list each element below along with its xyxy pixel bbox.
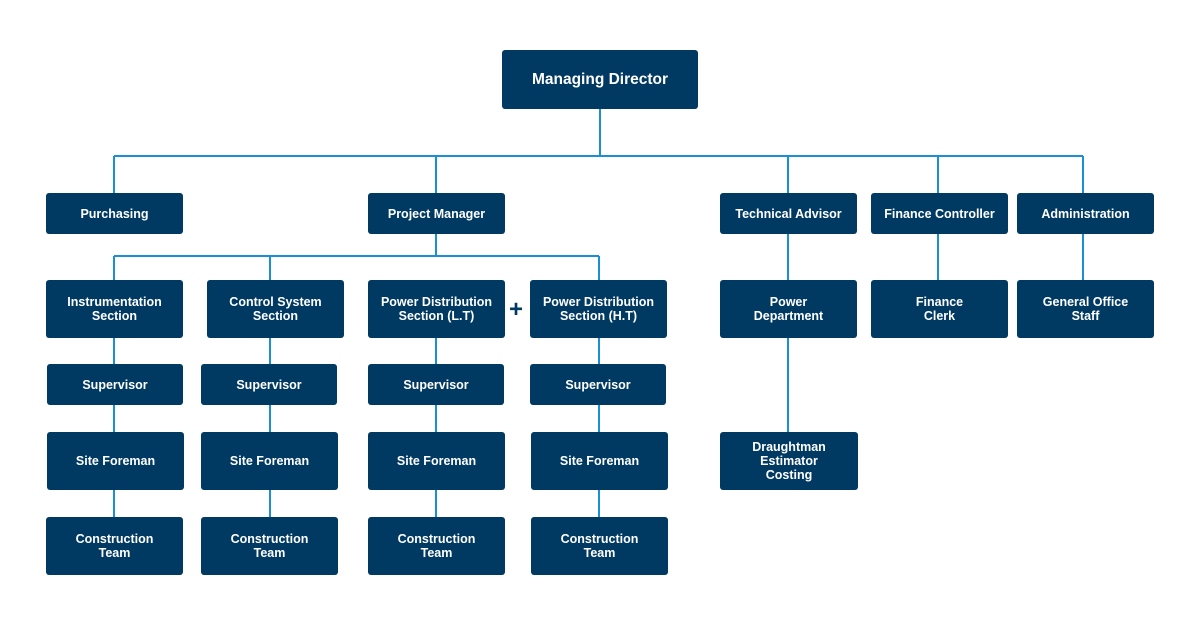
node-construction-team: Construction Team bbox=[368, 517, 505, 575]
node-construction-team: Construction Team bbox=[201, 517, 338, 575]
node-power-department: Power Department bbox=[720, 280, 857, 338]
node-instrumentation-section: Instrumentation Section bbox=[46, 280, 183, 338]
plus-symbol: + bbox=[509, 296, 524, 323]
node-supervisor: Supervisor bbox=[201, 364, 337, 405]
node-general-office-staff: General Office Staff bbox=[1017, 280, 1154, 338]
node-finance-clerk: Finance Clerk bbox=[871, 280, 1008, 338]
node-construction-team: Construction Team bbox=[531, 517, 668, 575]
node-site-foreman: Site Foreman bbox=[531, 432, 668, 490]
node-supervisor: Supervisor bbox=[368, 364, 504, 405]
node-site-foreman: Site Foreman bbox=[201, 432, 338, 490]
node-supervisor: Supervisor bbox=[530, 364, 666, 405]
node-project-manager: Project Manager bbox=[368, 193, 505, 234]
node-finance-controller: Finance Controller bbox=[871, 193, 1008, 234]
node-power-distribution-lt: Power Distribution Section (L.T) bbox=[368, 280, 505, 338]
node-managing-director: Managing Director bbox=[502, 50, 698, 109]
node-site-foreman: Site Foreman bbox=[47, 432, 184, 490]
node-supervisor: Supervisor bbox=[47, 364, 183, 405]
node-site-foreman: Site Foreman bbox=[368, 432, 505, 490]
node-purchasing: Purchasing bbox=[46, 193, 183, 234]
node-draughtman-estimator-costing: Draughtman Estimator Costing bbox=[720, 432, 858, 490]
node-construction-team: Construction Team bbox=[46, 517, 183, 575]
node-technical-advisor: Technical Advisor bbox=[720, 193, 857, 234]
node-administration: Administration bbox=[1017, 193, 1154, 234]
node-power-distribution-ht: Power Distribution Section (H.T) bbox=[530, 280, 667, 338]
node-control-system-section: Control System Section bbox=[207, 280, 344, 338]
